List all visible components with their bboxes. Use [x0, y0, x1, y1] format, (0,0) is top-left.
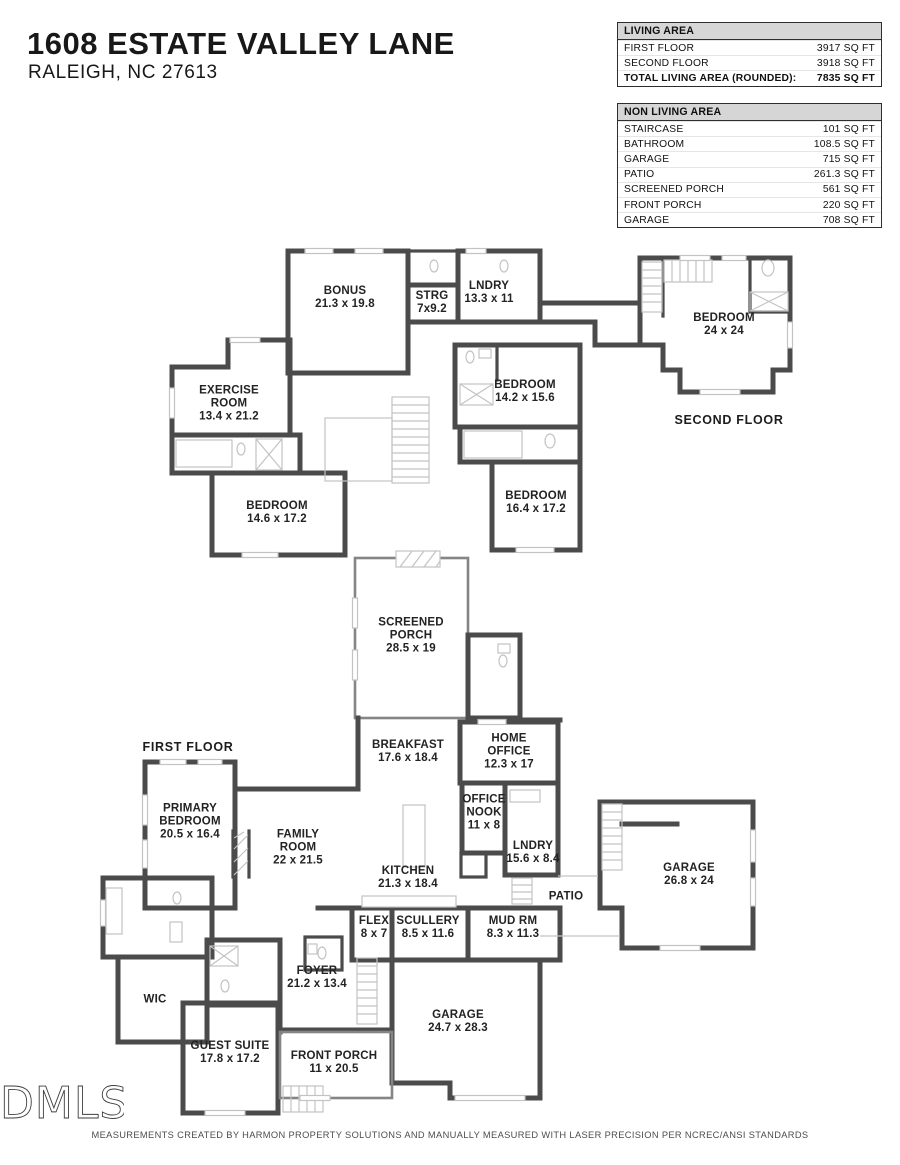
room-label-wic: WIC: [143, 993, 167, 1006]
room-label-front-porch: FRONT PORCH 11 x 20.5: [290, 1050, 378, 1075]
room-label-foyer: FOYER 21.2 x 13.4: [287, 965, 347, 990]
room-label-garage-268: GARAGE 26.8 x 24: [663, 862, 715, 887]
room-label-lndry2: LNDRY 13.3 x 11: [464, 280, 514, 305]
room-label-primary-bedroom: PRIMARY BEDROOM 20.5 x 16.4: [159, 802, 221, 841]
page-subtitle: RALEIGH, NC 27613: [28, 62, 218, 83]
room-label-family-room: FAMILY ROOM 22 x 21.5: [273, 828, 323, 867]
dmls-logo: DMLS: [0, 1078, 124, 1130]
room-label-guest-suite: GUEST SUITE 17.8 x 17.2: [190, 1040, 270, 1065]
room-label-screened-porch: SCREENED PORCH 28.5 x 19: [378, 616, 444, 655]
room-label-bedroom-142: BEDROOM 14.2 x 15.6: [494, 379, 556, 404]
room-label-bonus: BONUS 21.3 x 19.8: [315, 285, 375, 310]
room-label-lndry1: LNDRY 15.6 x 8.4: [506, 840, 560, 865]
non-living-area-header: NON LIVING AREA: [618, 104, 881, 121]
room-label-bedroom-146: BEDROOM 14.6 x 17.2: [246, 500, 308, 525]
first-floor-title: FIRST FLOOR: [142, 740, 234, 754]
table-row: SCREENED PORCH 561 SQ FT: [618, 181, 881, 197]
room-label-exercise: EXERCISE ROOM 13.4 x 21.2: [199, 384, 259, 423]
table-row: FRONT PORCH 220 SQ FT: [618, 196, 881, 212]
room-label-kitchen: KITCHEN 21.3 x 18.4: [378, 865, 438, 890]
room-label-mud-rm: MUD RM 8.3 x 11.3: [486, 915, 540, 940]
room-label-garage-247: GARAGE 24.7 x 28.3: [428, 1009, 488, 1034]
room-label-scullery: SCULLERY 8.5 x 11.6: [396, 915, 460, 940]
second-floor-details: [168, 247, 794, 559]
second-floor-title: SECOND FLOOR: [674, 413, 784, 427]
page-title: 1608 ESTATE VALLEY LANE: [27, 26, 455, 61]
room-label-office-nook: OFFICE NOOK 11 x 8: [462, 793, 506, 832]
table-row: FIRST FLOOR 3917 SQ FT: [618, 40, 881, 55]
table-row: GARAGE 708 SQ FT: [618, 212, 881, 227]
table-row: PATIO 261.3 SQ FT: [618, 166, 881, 182]
non-living-area-table: NON LIVING AREA STAIRCASE 101 SQ FT BATH…: [617, 103, 882, 229]
first-floor-walls: [100, 556, 756, 1116]
room-label-breakfast: BREAKFAST 17.6 x 18.4: [371, 739, 445, 764]
table-row: GARAGE 715 SQ FT: [618, 151, 881, 166]
first-floor-details: [99, 550, 757, 1117]
room-label-patio: PATIO: [548, 890, 584, 903]
room-label-home-office: HOME OFFICE 12.3 x 17: [484, 732, 534, 771]
disclaimer-text: MEASUREMENTS CREATED BY HARMON PROPERTY …: [91, 1130, 809, 1140]
table-row: BATHROOM 108.5 SQ FT: [618, 136, 881, 151]
living-area-header: LIVING AREA: [618, 23, 881, 40]
room-label-bedroom-164: BEDROOM 16.4 x 17.2: [505, 490, 567, 515]
table-row: SECOND FLOOR 3918 SQ FT: [618, 55, 881, 70]
room-label-strg: STRG 7x9.2: [415, 290, 449, 315]
room-label-bedroom-24: BEDROOM 24 x 24: [693, 312, 755, 337]
svg-text:DMLS: DMLS: [0, 1078, 124, 1129]
table-row: STAIRCASE 101 SQ FT: [618, 121, 881, 136]
table-row-total: TOTAL LIVING AREA (ROUNDED): 7835 SQ FT: [618, 70, 881, 85]
room-label-flex: FLEX 8 x 7: [358, 915, 390, 940]
living-area-table: LIVING AREA FIRST FLOOR 3917 SQ FT SECON…: [617, 22, 882, 87]
